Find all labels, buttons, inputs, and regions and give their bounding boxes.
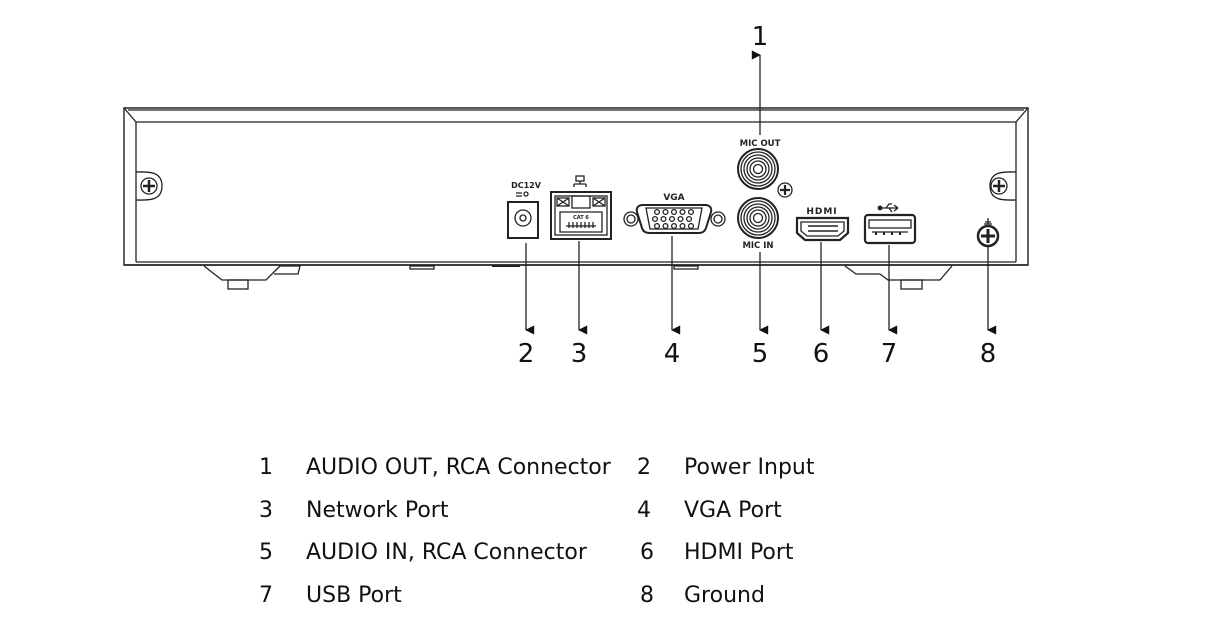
rca-ring bbox=[740, 200, 776, 236]
rca-center bbox=[752, 163, 764, 175]
legend-text: HDMI Port bbox=[684, 540, 794, 565]
usb-symbol-icon bbox=[877, 203, 899, 213]
audio-in-rca-icon bbox=[737, 197, 779, 239]
vga-pins bbox=[651, 208, 695, 230]
callout-number-5: 5 bbox=[751, 339, 769, 369]
vga-pin bbox=[679, 208, 686, 216]
rca-center bbox=[752, 212, 764, 224]
legend-number: 1 bbox=[259, 455, 273, 480]
vga-pin bbox=[670, 222, 678, 230]
vga-label: VGA bbox=[663, 193, 684, 203]
vga-pin bbox=[679, 222, 686, 230]
vga-pin bbox=[660, 215, 667, 223]
side-screw-left-icon bbox=[140, 177, 158, 195]
callout-number-3: 3 bbox=[570, 339, 588, 369]
network-port-icon bbox=[550, 175, 612, 240]
vga-pin bbox=[662, 222, 669, 230]
hdmi-label: HDMI bbox=[806, 207, 837, 217]
legend-number: 6 bbox=[640, 540, 654, 565]
center-screw-icon bbox=[777, 182, 793, 198]
callout-number-8: 8 bbox=[979, 339, 997, 369]
callout-number-7: 7 bbox=[880, 339, 898, 369]
legend-text: Network Port bbox=[306, 498, 449, 523]
legend-number: 8 bbox=[640, 583, 654, 608]
chassis bbox=[123, 107, 1029, 266]
vga-pin bbox=[687, 222, 695, 230]
vga-pin bbox=[662, 208, 669, 216]
vga-pin bbox=[677, 215, 684, 223]
rca-ring bbox=[746, 206, 770, 230]
hdmi-port-icon bbox=[795, 216, 850, 242]
audio-out-rca-icon bbox=[737, 148, 779, 190]
legend-number: 7 bbox=[259, 583, 273, 608]
legend-text: AUDIO OUT, RCA Connector bbox=[306, 455, 611, 480]
legend-number: 5 bbox=[259, 540, 273, 565]
legend-text: AUDIO IN, RCA Connector bbox=[306, 540, 587, 565]
legend-text: VGA Port bbox=[684, 498, 782, 523]
vga-pin bbox=[687, 208, 695, 216]
rca-ring bbox=[749, 209, 767, 227]
vga-pin bbox=[651, 215, 659, 223]
rca-ring bbox=[743, 154, 773, 184]
legend-text: USB Port bbox=[306, 583, 402, 608]
cat-label: CAT 6 bbox=[573, 215, 589, 221]
feet bbox=[203, 265, 953, 290]
vga-pin bbox=[670, 208, 678, 216]
legend-number: 3 bbox=[259, 498, 273, 523]
rca-ring bbox=[749, 160, 767, 178]
callout-number-1: 1 bbox=[751, 22, 769, 52]
legend-text: Ground bbox=[684, 583, 765, 608]
vga-pin bbox=[653, 222, 661, 230]
legend-text: Power Input bbox=[684, 455, 815, 480]
vga-pin bbox=[653, 208, 661, 216]
callout-lines bbox=[525, 50, 997, 335]
vga-port-icon bbox=[623, 204, 726, 234]
usb-port-icon bbox=[863, 213, 917, 245]
rca-ring bbox=[737, 197, 779, 239]
legend-number: 4 bbox=[637, 498, 651, 523]
callout-number-6: 6 bbox=[812, 339, 830, 369]
rca-ring bbox=[740, 151, 776, 187]
mic-out-label: MIC OUT bbox=[740, 139, 781, 149]
side-screw-right-icon bbox=[990, 177, 1008, 195]
power-jack-icon bbox=[507, 191, 539, 239]
callout-number-2: 2 bbox=[517, 339, 535, 369]
rca-ring bbox=[746, 157, 770, 181]
rca-ring bbox=[737, 148, 779, 190]
rca-ring bbox=[743, 203, 773, 233]
callout-number-4: 4 bbox=[663, 339, 681, 369]
mic-in-label: MIC IN bbox=[742, 241, 773, 251]
vga-pin bbox=[668, 215, 676, 223]
legend-number: 2 bbox=[637, 455, 651, 480]
vga-pin bbox=[685, 215, 693, 223]
dc-label: DC12V bbox=[511, 181, 542, 190]
ground-terminal-icon bbox=[976, 218, 1000, 248]
